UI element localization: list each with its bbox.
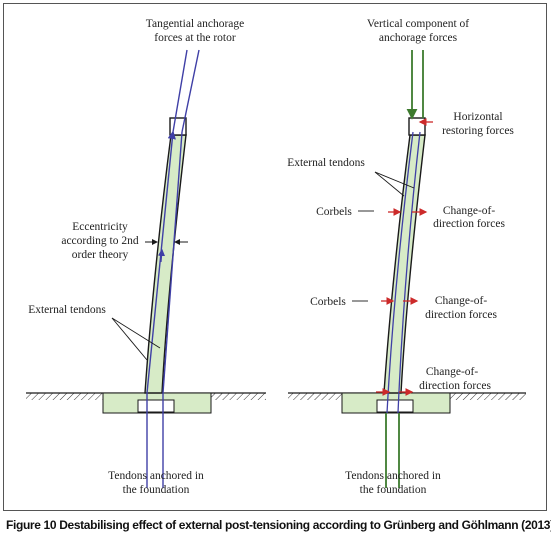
label-change-2a: Change-of- xyxy=(435,295,488,307)
label-change-1b: direction forces xyxy=(433,218,505,230)
label-tendons-foundation-left-2: the foundation xyxy=(123,484,190,496)
post-tensioning-diagram: Tangential anchorage forces at the rotor… xyxy=(26,18,526,496)
right-diagram: Vertical component of anchorage forces H… xyxy=(287,18,526,496)
label-vertical-1: Vertical component of xyxy=(367,18,469,30)
tendon-left-b-top xyxy=(181,49,200,133)
label-external-tendons-left: External tendons xyxy=(28,304,106,316)
label-change-3a: Change-of- xyxy=(426,366,479,378)
label-corbels-mid: Corbels xyxy=(310,296,346,308)
label-eccentricity-2: according to 2nd xyxy=(61,235,139,247)
tendon-right-b-shaft xyxy=(397,131,421,414)
label-horizontal-1: Horizontal xyxy=(453,111,502,123)
label-eccentricity-3: order theory xyxy=(72,249,129,261)
label-tangential-1: Tangential anchorage xyxy=(146,18,245,30)
label-change-3b: direction forces xyxy=(419,380,491,392)
label-external-tendons-right: External tendons xyxy=(287,157,365,169)
tendon-force-arrow-mid xyxy=(157,248,166,263)
label-corbels-top: Corbels xyxy=(316,206,352,218)
foundation-recess-right xyxy=(376,399,414,413)
foundation-recess-left xyxy=(137,399,175,413)
label-change-1a: Change-of- xyxy=(443,205,496,217)
figure-frame xyxy=(3,3,547,511)
label-change-2b: direction forces xyxy=(425,309,497,321)
leader-external-tendons-right-2 xyxy=(374,171,415,189)
figure-caption-text: Destabilising effect of external post-te… xyxy=(59,518,551,532)
label-tendons-foundation-left-1: Tendons anchored in xyxy=(108,470,204,482)
leader-external-tendons-left-1 xyxy=(111,317,148,361)
label-tendons-foundation-right-2: the foundation xyxy=(360,484,427,496)
label-tendons-foundation-right-1: Tendons anchored in xyxy=(345,470,441,482)
leader-external-tendons-right-1 xyxy=(374,171,405,197)
label-eccentricity-1: Eccentricity xyxy=(72,221,128,233)
left-diagram: Tangential anchorage forces at the rotor… xyxy=(26,18,266,496)
tendon-left-a-shaft xyxy=(146,131,174,394)
tendon-left-a-top xyxy=(167,49,188,140)
tendon-left-b-shaft xyxy=(162,131,183,394)
tendon-right-a-shaft xyxy=(386,131,414,414)
figure-number: Figure 10 xyxy=(6,518,57,532)
label-horizontal-2: restoring forces xyxy=(442,125,514,137)
leader-external-tendons-left-2 xyxy=(111,317,161,349)
rotor-head-right xyxy=(408,117,426,136)
label-tangential-2: forces at the rotor xyxy=(154,32,236,44)
label-vertical-2: anchorage forces xyxy=(379,32,458,44)
figure-caption: Figure 10 Destabilising effect of extern… xyxy=(6,518,551,532)
